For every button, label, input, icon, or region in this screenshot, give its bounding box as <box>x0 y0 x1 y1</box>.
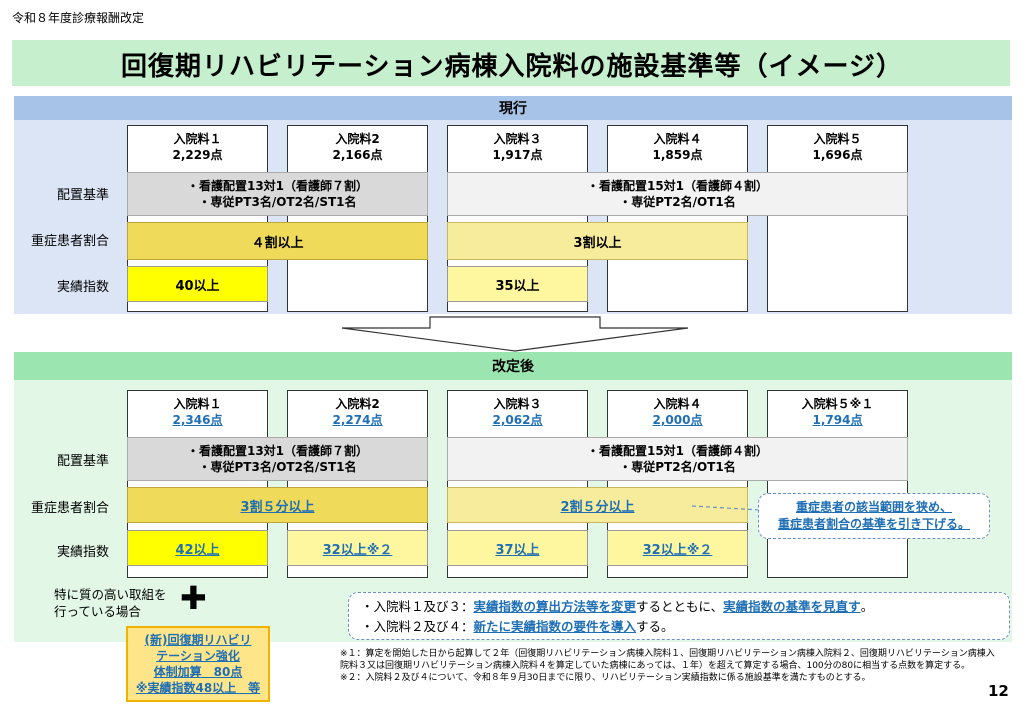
change-notes: ・入院料１及び３：実績指数の算出方法等を変更するとともに、実績指数の基準を見直す… <box>348 592 1010 640</box>
revised-severe-a: 3割５分以上 <box>127 487 428 523</box>
revised-col-4-head: 入院料４ 2,000点 <box>607 393 748 431</box>
revised-perf-2: 32以上※２ <box>287 530 428 566</box>
revised-perf-3: 37以上 <box>447 530 588 566</box>
callout-pointer <box>691 505 761 511</box>
col-points: 2,274点 <box>332 413 383 427</box>
note-text: するとともに、 <box>636 599 724 614</box>
performance-label: 実績指数 <box>56 280 109 295</box>
revised-staffing-low: ・看護配置15対1（看護師４割） ・専従PT2名/OT1名 <box>447 437 908 481</box>
current-col-5 <box>767 125 908 312</box>
col-name: 入院料３ <box>493 132 542 146</box>
col-points: 1,917点 <box>492 148 543 162</box>
note-line-1: ・入院料１及び３：実績指数の算出方法等を変更するとともに、実績指数の基準を見直す… <box>361 597 997 617</box>
title-band <box>12 40 1010 86</box>
staffing-line: ・専従PT3名/OT2名/ST1名 <box>198 195 357 209</box>
addon-line: ※実績指数48以上 等 <box>135 681 261 695</box>
col-points: 2,229点 <box>172 148 223 162</box>
staffing-label: 配置基準 <box>56 454 109 469</box>
col-name: 入院料５※１ <box>801 397 874 411</box>
down-arrow-icon <box>341 316 689 352</box>
note-text: 。 <box>860 599 874 614</box>
staffing-line: ・看護配置15対1（看護師４割） <box>586 444 769 458</box>
page-number: 12 <box>988 682 1009 700</box>
staffing-line: ・看護配置13対1（看護師７割） <box>186 444 369 458</box>
footnote-2: ※２：入院料２及び４について、令和８年９月30日までに限り、リハビリテーション実… <box>340 673 871 683</box>
col-name: 入院料2 <box>335 397 380 411</box>
revised-col-5 <box>767 390 908 578</box>
col-points: 2,062点 <box>492 413 543 427</box>
col-name: 入院料３ <box>493 397 542 411</box>
revised-perf-1: 42以上 <box>127 530 268 566</box>
addon-line: (新)回復期リハビリ <box>144 633 252 647</box>
current-col-2-head: 入院料2 2,166点 <box>287 128 428 166</box>
col-points: 1,696点 <box>812 148 863 162</box>
current-perf-3: 35以上 <box>447 266 588 302</box>
staffing-line: ・専従PT2名/OT1名 <box>619 460 736 474</box>
quality-label: 特に質の高い取組を 行っている場合 <box>54 586 167 620</box>
revised-col-5-head: 入院料５※１ 1,794点 <box>767 393 908 431</box>
revised-perf-4: 32以上※２ <box>607 530 748 566</box>
current-severe-a: ４割以上 <box>127 222 428 260</box>
callout-line: 重症患者割合の基準を引き下げる。 <box>777 517 970 531</box>
footnotes: ※１：算定を開始した日から起算して２年（回復期リハビリテーション病棟入院料１、回… <box>340 648 1000 684</box>
col-points: 1,794点 <box>812 413 863 427</box>
revised-heading: 改定後 <box>14 352 1012 380</box>
staffing-label: 配置基準 <box>56 188 109 203</box>
staffing-line: ・専従PT3名/OT2名/ST1名 <box>198 460 357 474</box>
addon-line: テーション強化 <box>156 649 240 663</box>
col-points: 1,859点 <box>652 148 703 162</box>
note-emphasis: 実績指数の基準を見直す <box>723 599 861 614</box>
note-line-2: ・入院料２及び４：新たに実績指数の要件を導入する。 <box>361 617 997 637</box>
col-name: 入院料2 <box>335 132 380 146</box>
severe-ratio-label: 重症患者割合 <box>30 234 109 249</box>
current-col-5-head: 入院料５ 1,696点 <box>767 128 908 166</box>
current-severe-b: 3割以上 <box>447 222 748 260</box>
severe-ratio-label: 重症患者割合 <box>30 501 109 516</box>
col-name: 入院料１ <box>173 132 222 146</box>
current-col-1-head: 入院料１ 2,229点 <box>127 128 268 166</box>
callout-line: 重症患者の該当範囲を狭め、 <box>795 500 952 514</box>
col-points: 2,000点 <box>652 413 703 427</box>
note-emphasis: 実績指数の算出方法等を変更 <box>473 599 637 614</box>
current-col-3-head: 入院料３ 1,917点 <box>447 128 588 166</box>
new-addon-box: (新)回復期リハビリ テーション強化 体制加算 80点 ※実績指数48以上 等 <box>126 626 270 702</box>
current-heading: 現行 <box>14 96 1012 120</box>
current-col-4 <box>607 125 748 312</box>
footnote-1: ※１：算定を開始した日から起算して２年（回復期リハビリテーション病棟入院料１、回… <box>340 649 995 671</box>
note-text: ・入院料２及び４： <box>361 619 474 634</box>
revised-col-1-head: 入院料１ 2,346点 <box>127 393 268 431</box>
revised-staffing-high: ・看護配置13対1（看護師７割） ・専従PT3名/OT2名/ST1名 <box>127 437 428 481</box>
staffing-line: ・専従PT2名/OT1名 <box>619 195 736 209</box>
note-text: する。 <box>636 619 674 634</box>
quality-label-line: 特に質の高い取組を <box>54 587 167 602</box>
staffing-line: ・看護配置15対1（看護師４割） <box>586 179 769 193</box>
page-title: 回復期リハビリテーション病棟入院料の施設基準等（イメージ） <box>121 51 903 82</box>
current-col-2 <box>287 125 428 312</box>
note-text: ・入院料１及び３： <box>361 599 474 614</box>
col-points: 2,166点 <box>332 148 383 162</box>
staffing-line: ・看護配置13対1（看護師７割） <box>186 179 369 193</box>
col-name: 入院料１ <box>173 397 222 411</box>
revised-severe-b: 2割５分以上 <box>447 487 748 523</box>
note-emphasis: 新たに実績指数の要件を導入 <box>473 619 637 634</box>
severe-ratio-callout: 重症患者の該当範囲を狭め、 重症患者割合の基準を引き下げる。 <box>758 493 990 539</box>
col-name: 入院料５ <box>813 132 862 146</box>
revised-col-2-head: 入院料2 2,274点 <box>287 393 428 431</box>
col-points: 2,346点 <box>172 413 223 427</box>
current-perf-1: 40以上 <box>127 266 268 302</box>
current-staffing-high: ・看護配置13対1（看護師７割） ・専従PT3名/OT2名/ST1名 <box>127 172 428 216</box>
revision-year-label: 令和８年度診療報酬改定 <box>12 11 145 25</box>
addon-line: 体制加算 80点 <box>153 665 243 679</box>
col-name: 入院料４ <box>653 397 702 411</box>
current-staffing-low: ・看護配置15対1（看護師４割） ・専従PT2名/OT1名 <box>447 172 908 216</box>
performance-label: 実績指数 <box>56 545 109 560</box>
col-name: 入院料４ <box>653 132 702 146</box>
current-col-4-head: 入院料４ 1,859点 <box>607 128 748 166</box>
plus-icon: ✚ <box>180 579 207 617</box>
revised-col-3-head: 入院料３ 2,062点 <box>447 393 588 431</box>
quality-label-line: 行っている場合 <box>54 604 141 619</box>
